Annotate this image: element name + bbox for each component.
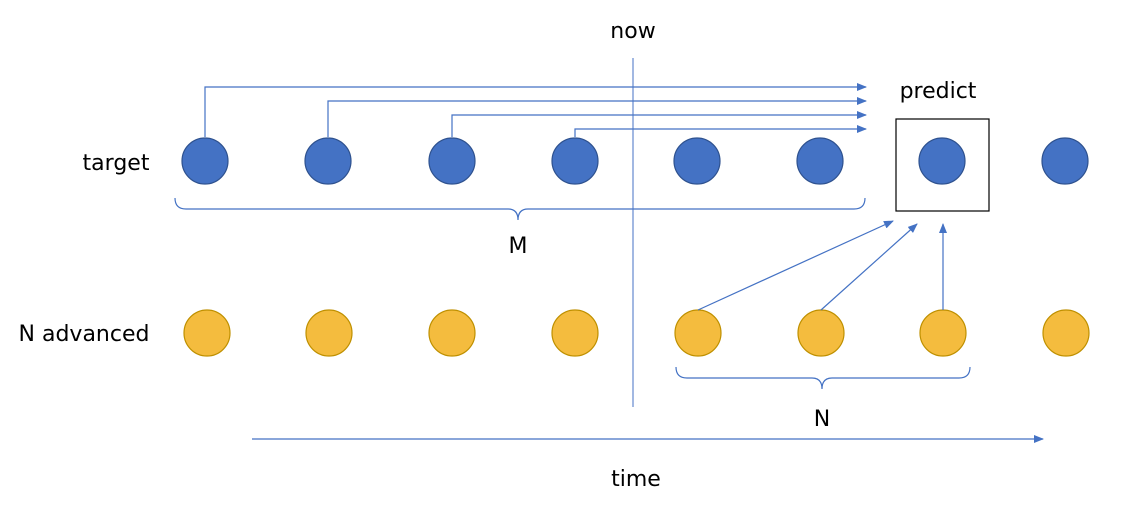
predict-label: predict xyxy=(900,79,977,104)
lag-arrow-2 xyxy=(327,97,867,137)
m-label: M xyxy=(509,234,528,259)
target-dot-8 xyxy=(1041,137,1089,185)
advanced-dot-6 xyxy=(797,309,845,357)
m-brace xyxy=(174,197,866,221)
target-row-label: target xyxy=(83,151,150,176)
target-dot-2 xyxy=(304,137,352,185)
n-label: N xyxy=(814,407,830,432)
time-label: time xyxy=(611,467,661,492)
advanced-dot-5 xyxy=(674,309,722,357)
advanced-dot-2 xyxy=(305,309,353,357)
advanced-dot-8 xyxy=(1042,309,1090,357)
n-advanced-row-label: N advanced xyxy=(19,322,150,347)
target-dot-3 xyxy=(428,137,476,185)
advanced-dot-4 xyxy=(551,309,599,357)
target-dot-1 xyxy=(181,137,229,185)
lag-arrow-4 xyxy=(574,125,867,137)
target-dot-6 xyxy=(796,137,844,185)
lag-arrow-1 xyxy=(204,83,867,137)
now-label: now xyxy=(610,19,655,44)
target-dot-5 xyxy=(673,137,721,185)
n-brace xyxy=(675,366,971,390)
predict-box xyxy=(895,118,990,212)
advanced-dot-1 xyxy=(183,309,231,357)
advanced-dot-7 xyxy=(919,309,967,357)
lag-arrow-3 xyxy=(451,111,867,137)
advanced-arrow-1 xyxy=(697,220,894,311)
advanced-dot-3 xyxy=(428,309,476,357)
target-dot-4 xyxy=(551,137,599,185)
advanced-arrow-2 xyxy=(820,223,918,311)
target-dot-predicted xyxy=(918,137,966,185)
